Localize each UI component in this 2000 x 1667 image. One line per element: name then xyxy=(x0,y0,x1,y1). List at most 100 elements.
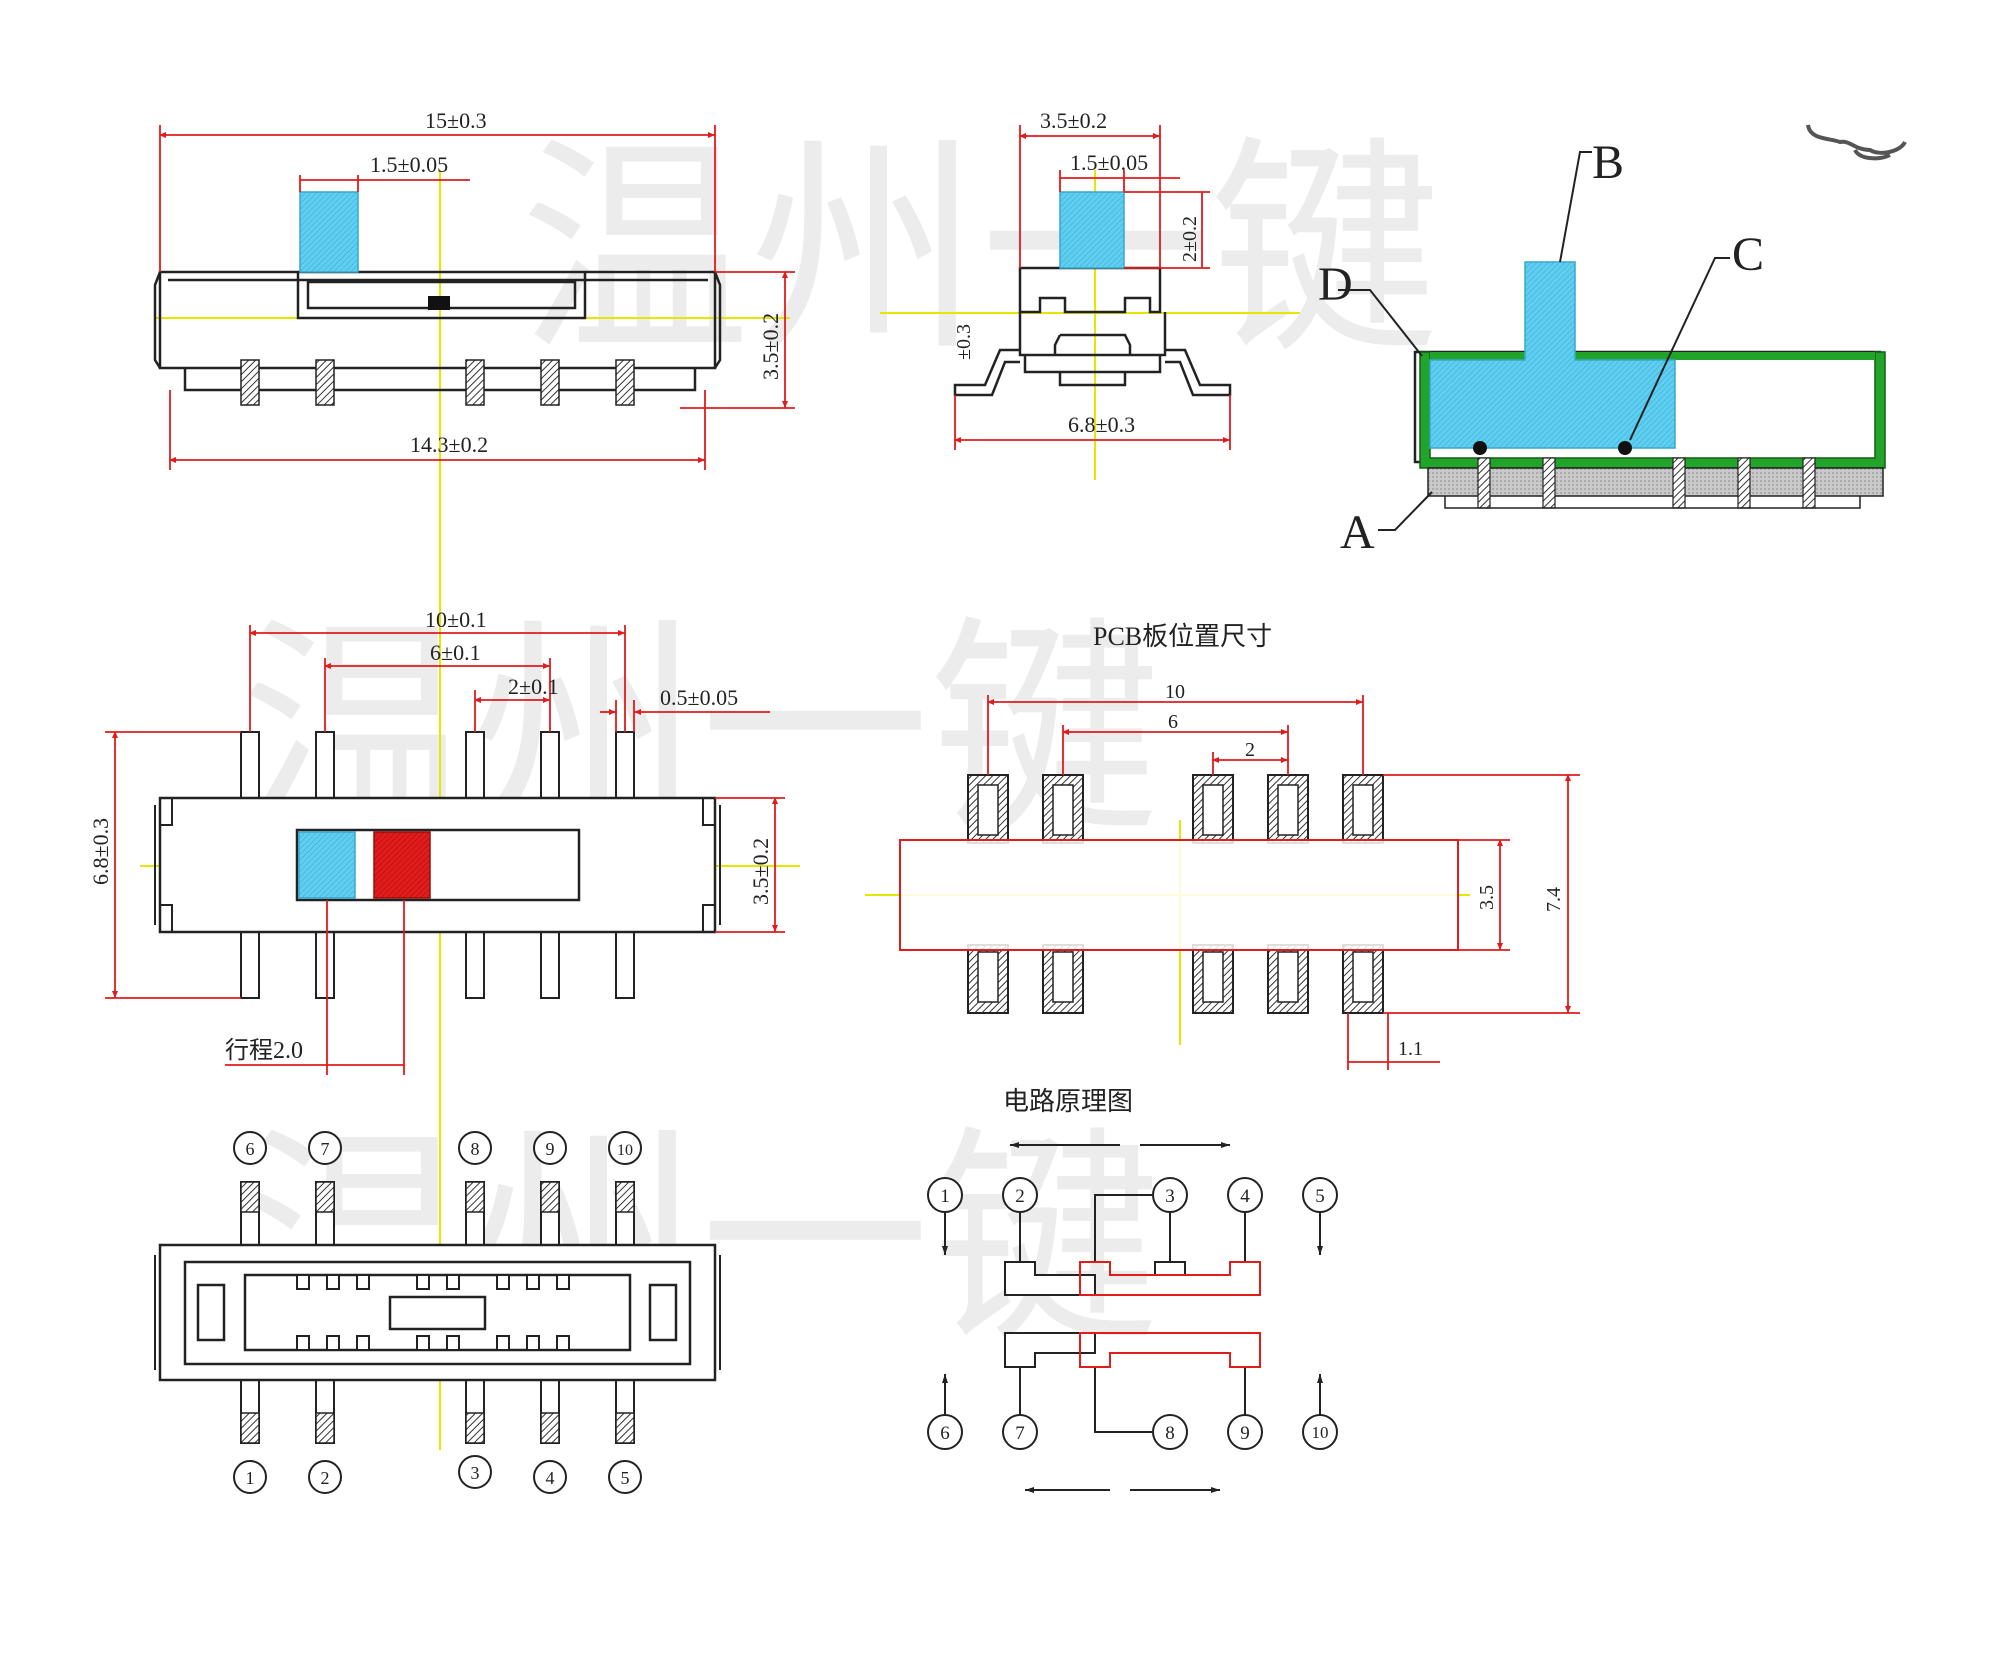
front-width-label: 15±0.3 xyxy=(425,108,487,133)
pin-marker-7: 7 xyxy=(308,1131,342,1165)
pcb-7-4-label: 7.4 xyxy=(1543,887,1565,912)
section-label-b: B xyxy=(1592,136,1624,189)
pin-marker-2: 2 xyxy=(308,1460,342,1494)
bottom-inner-frame xyxy=(243,1273,632,1352)
leader-a xyxy=(1378,491,1433,531)
top-actuator-position-2 xyxy=(373,831,431,899)
pcb-10-label: 10 xyxy=(1165,681,1185,703)
circuit-pin-1: 1 xyxy=(927,1177,963,1213)
front-actuator-label: 1.5±0.05 xyxy=(370,152,448,177)
pin-label-6: 6 xyxy=(246,1139,255,1159)
side-actuator xyxy=(1059,191,1125,269)
pin-label-7: 7 xyxy=(321,1139,330,1159)
section-contact-right xyxy=(1618,441,1632,455)
watermark: 温州一键 温州一键 温州一键 xyxy=(240,118,1440,1375)
pcb-6-label: 6 xyxy=(1168,711,1178,733)
pcb-view: PCB板位置尺寸 xyxy=(899,622,1580,1070)
top-outer-pitch-label: 10±0.1 xyxy=(425,607,487,632)
front-base xyxy=(183,368,697,392)
section-label-d: D xyxy=(1318,258,1353,311)
circuit-pin-label-10: 10 xyxy=(1312,1423,1329,1442)
circuit-bridge-bottom-red xyxy=(1079,1332,1261,1368)
pin-marker-1: 1 xyxy=(233,1460,267,1494)
circuit-view: 电路原理图 xyxy=(927,1087,1338,1493)
pin-marker-8: 8 xyxy=(458,1131,492,1165)
side-top-label: 3.5±0.2 xyxy=(1040,108,1107,133)
circuit-pin-label-5: 5 xyxy=(1315,1186,1325,1207)
pin-label-4: 4 xyxy=(546,1468,555,1488)
pin-label-10: 10 xyxy=(617,1142,633,1159)
pin-label-3: 3 xyxy=(471,1463,480,1483)
pin-label-1: 1 xyxy=(246,1468,255,1488)
circuit-pin-7: 7 xyxy=(1002,1414,1038,1450)
front-view: 15±0.3 1.5±0.05 3.5±0.2 14.3±0.2 xyxy=(153,108,795,470)
pin-label-9: 9 xyxy=(546,1139,555,1159)
circuit-pin-label-1: 1 xyxy=(940,1186,950,1207)
leader-b xyxy=(1559,151,1592,263)
pin-marker-3: 3 xyxy=(458,1455,492,1489)
circuit-pin-9: 9 xyxy=(1227,1414,1263,1450)
circuit-pins-top: 1 2 3 4 5 xyxy=(927,1177,1338,1213)
bottom-pin-numbers-bottom: 1 2 3 4 5 xyxy=(233,1455,642,1494)
section-actuator xyxy=(1429,261,1676,449)
circuit-pin-3: 3 xyxy=(1152,1177,1188,1213)
front-actuator xyxy=(299,191,359,273)
side-body xyxy=(1018,312,1167,357)
pin-label-5: 5 xyxy=(621,1468,630,1488)
pin-marker-5: 5 xyxy=(608,1460,642,1494)
front-height-label: 3.5±0.2 xyxy=(758,313,783,380)
circuit-pin-5: 5 xyxy=(1302,1177,1338,1213)
circuit-pin-label-9: 9 xyxy=(1240,1423,1250,1444)
bottom-center-slot xyxy=(388,1295,487,1331)
section-label-a: A xyxy=(1340,506,1375,559)
circuit-pin-8: 8 xyxy=(1152,1414,1188,1450)
leader-c xyxy=(1629,257,1730,441)
side-right-lead xyxy=(1165,348,1232,397)
circuit-pin-label-6: 6 xyxy=(940,1423,950,1444)
side-actuator-label: 1.5±0.05 xyxy=(1070,150,1148,175)
section-pins xyxy=(1477,457,1816,509)
side-tol-label: ±0.3 xyxy=(953,324,975,360)
pin-marker-10: 10 xyxy=(608,1131,642,1165)
top-overall-label: 6.8±0.3 xyxy=(88,818,113,885)
side-actuator-height-label: 2±0.2 xyxy=(1179,216,1201,262)
circuit-contact-top-black xyxy=(1004,1261,1096,1296)
top-body-label: 3.5±0.2 xyxy=(748,838,773,905)
circuit-pin-label-4: 4 xyxy=(1240,1186,1250,1207)
pcb-body-outline xyxy=(899,839,1459,951)
bottom-left-slot xyxy=(196,1283,226,1342)
top-pitch-label: 2±0.1 xyxy=(508,674,559,699)
front-pins xyxy=(240,359,635,406)
circuit-pin-label-3: 3 xyxy=(1165,1186,1175,1207)
side-top-housing xyxy=(1018,266,1162,314)
section-contact-left xyxy=(1473,441,1487,455)
top-inner-pitch-label: 6±0.1 xyxy=(430,640,481,665)
top-view: 10±0.1 6±0.1 2±0.1 0.5±0.05 6.8±0.3 3.5±… xyxy=(88,607,785,1075)
pin-marker-6: 6 xyxy=(233,1131,267,1165)
circuit-pin-10: 10 xyxy=(1302,1414,1338,1450)
pcb-2-label: 2 xyxy=(1245,739,1255,761)
side-view: 3.5±0.2 1.5±0.05 2±0.2 ±0.3 6.8±0.3 xyxy=(953,108,1232,450)
bottom-pin-numbers-top: 6 7 8 9 10 xyxy=(233,1131,642,1165)
watermark-text-top: 温州一键 xyxy=(520,118,1440,385)
side-bottom-label: 6.8±0.3 xyxy=(1068,412,1135,437)
bottom-view: 6 7 8 9 10 1 2 3 4 5 xyxy=(154,1131,721,1494)
side-left-lead xyxy=(953,348,1020,397)
pin-label-8: 8 xyxy=(471,1139,480,1159)
top-pins xyxy=(240,731,635,999)
circuit-pin-label-2: 2 xyxy=(1015,1186,1025,1207)
circuit-pin-4: 4 xyxy=(1227,1177,1263,1213)
pin-marker-9: 9 xyxy=(533,1131,567,1165)
pin-label-2: 2 xyxy=(321,1468,330,1488)
pcb-1-1-label: 1.1 xyxy=(1398,1038,1423,1060)
front-detent xyxy=(428,296,450,310)
section-top-frame xyxy=(1430,352,1875,360)
pin-marker-4: 4 xyxy=(533,1460,567,1494)
pcb-3-5-label: 3.5 xyxy=(1476,885,1498,910)
leader-d xyxy=(1338,289,1423,357)
circuit-bridge-top-red xyxy=(1079,1261,1261,1296)
circuit-pin-label-7: 7 xyxy=(1015,1423,1025,1444)
circuit-pin-label-8: 8 xyxy=(1165,1423,1175,1444)
corner-scribble xyxy=(1806,124,1907,161)
